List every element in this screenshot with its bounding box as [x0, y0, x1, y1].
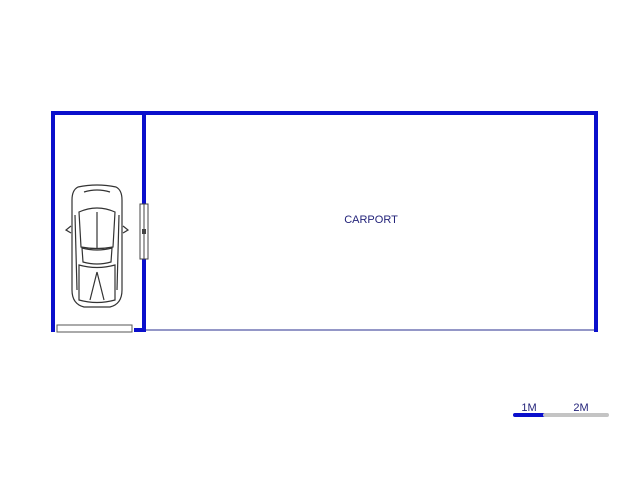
room-label-carport: CARPORT [344, 214, 398, 226]
car-icon [64, 184, 130, 308]
walls [51, 111, 598, 332]
scale-label-2m: 2M [573, 402, 588, 414]
garage-opening [56, 324, 146, 333]
scale-label-1m: 1M [521, 402, 536, 414]
scale-bar: 1M 2M [513, 402, 609, 417]
door-icon [139, 203, 149, 260]
